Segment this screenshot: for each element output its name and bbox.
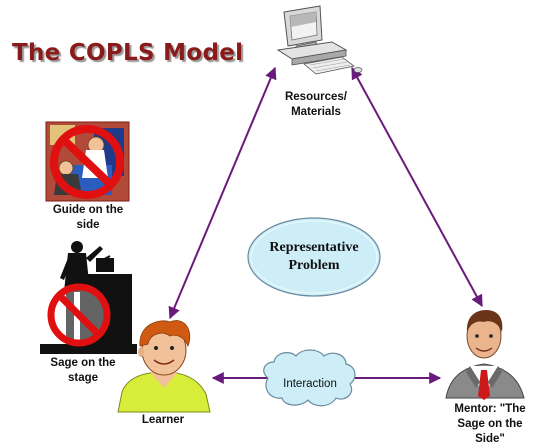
interaction-cloud bbox=[263, 349, 356, 407]
learner-label: Learner bbox=[141, 414, 185, 426]
teacher-prohibited-icon bbox=[45, 121, 130, 202]
arrow-resources-learner bbox=[168, 66, 277, 320]
speaker-prohibited-icon bbox=[40, 241, 137, 354]
guide-label: Guide on the side bbox=[52, 204, 124, 231]
mentor-label: Mentor: "The Sage on the Side" bbox=[454, 403, 526, 445]
mentor-icon bbox=[445, 310, 525, 400]
representative-problem-label: Representative Problem bbox=[269, 240, 359, 273]
resources-label: Resources/ Materials bbox=[284, 91, 347, 118]
representative-problem-oval bbox=[247, 217, 381, 297]
page-title: The COPLS Model bbox=[12, 40, 244, 66]
sage-stage-label: Sage on the stage bbox=[50, 357, 116, 384]
computer-icon bbox=[276, 5, 363, 75]
arrow-resources-mentor bbox=[351, 66, 483, 308]
interaction-label: Interaction bbox=[283, 378, 337, 390]
learner-icon bbox=[117, 320, 211, 413]
